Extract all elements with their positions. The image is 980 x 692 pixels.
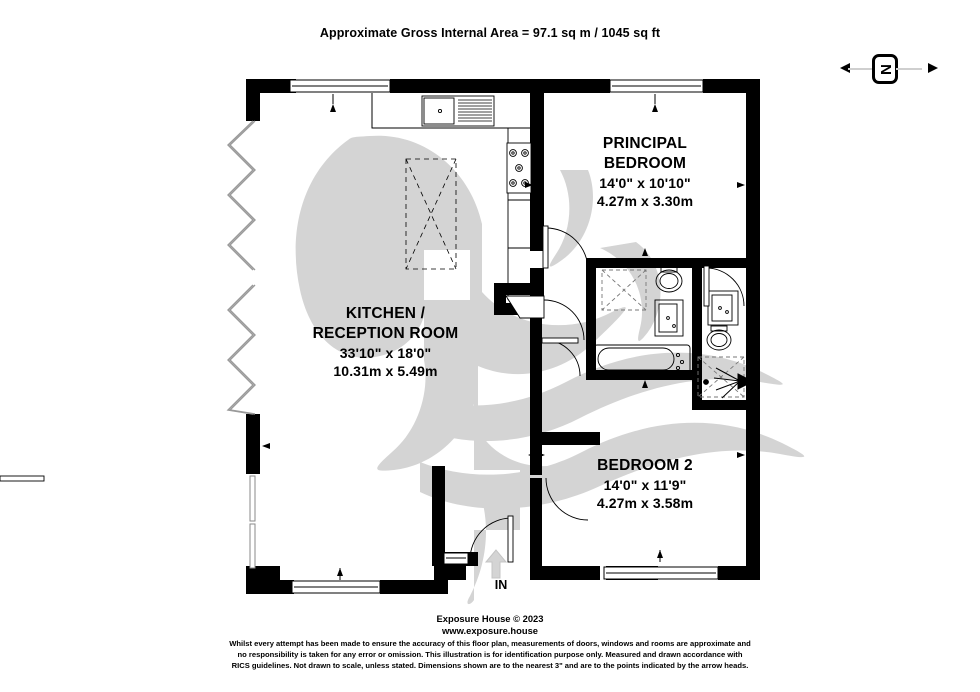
- page-title: Approximate Gross Internal Area = 97.1 s…: [319, 26, 661, 40]
- room-dimensions-metric: 10.31m x 5.49m: [333, 363, 438, 380]
- footer: Exposure House © 2023 www.exposure.house…: [0, 613, 980, 671]
- room-label-bedroom-2: BEDROOM 2 14'0" x 11'9" 4.27m x 3.58m: [530, 456, 760, 513]
- footer-disclaimer-line2: no responsibility is taken for any error…: [237, 649, 743, 659]
- footer-company: Exposure House © 2023: [436, 613, 544, 624]
- footer-disclaimer-line1: Whilst every attempt has been made to en…: [229, 639, 751, 649]
- room-dimensions-metric: 4.27m x 3.30m: [596, 193, 694, 210]
- windows: [289, 79, 719, 594]
- compass-arrow-right-icon: [928, 63, 938, 73]
- room-name-line2: RECEPTION ROOM: [312, 325, 459, 343]
- compass-arrow-left-icon: [840, 63, 850, 73]
- room-name-line1: KITCHEN /: [345, 305, 426, 322]
- left-glazing: [249, 475, 256, 569]
- room-dimensions-imperial: 33'10" x 18'0": [339, 345, 432, 362]
- measurement-arrows: [262, 94, 745, 580]
- kitchen-island: [405, 158, 457, 270]
- room-label-kitchen-reception: KITCHEN / RECEPTION ROOM 33'10" x 18'0" …: [268, 304, 503, 381]
- hob-burners: [509, 149, 529, 187]
- room-name-line1: PRINCIPAL: [602, 135, 688, 152]
- bathroom-fixtures: [593, 265, 691, 374]
- north-compass: N: [838, 52, 938, 88]
- entrance-label: IN: [494, 578, 508, 592]
- room-name-line1: BEDROOM 2: [597, 457, 693, 474]
- walls: [246, 79, 760, 594]
- room-name-line2: BEDROOM: [603, 155, 687, 173]
- compass-rod-left: [848, 68, 874, 70]
- room-label-principal-bedroom: PRINCIPAL BEDROOM 14'0" x 10'10" 4.27m x…: [530, 134, 760, 211]
- room-dimensions-imperial: 14'0" x 11'9": [603, 477, 687, 494]
- footer-disclaimer-line3: RICS guidelines. Not drawn to scale, unl…: [231, 660, 749, 670]
- room-dimensions-imperial: 14'0" x 10'10": [599, 175, 691, 192]
- ensuite-fixtures: [697, 290, 747, 399]
- compass-rod-right: [896, 68, 922, 70]
- footer-website: www.exposure.house: [441, 625, 539, 637]
- entrance-arrow-icon: [484, 549, 508, 579]
- bifold-doors: [226, 120, 256, 415]
- room-dimensions-metric: 4.27m x 3.58m: [596, 495, 694, 512]
- door-swings: [0, 225, 745, 563]
